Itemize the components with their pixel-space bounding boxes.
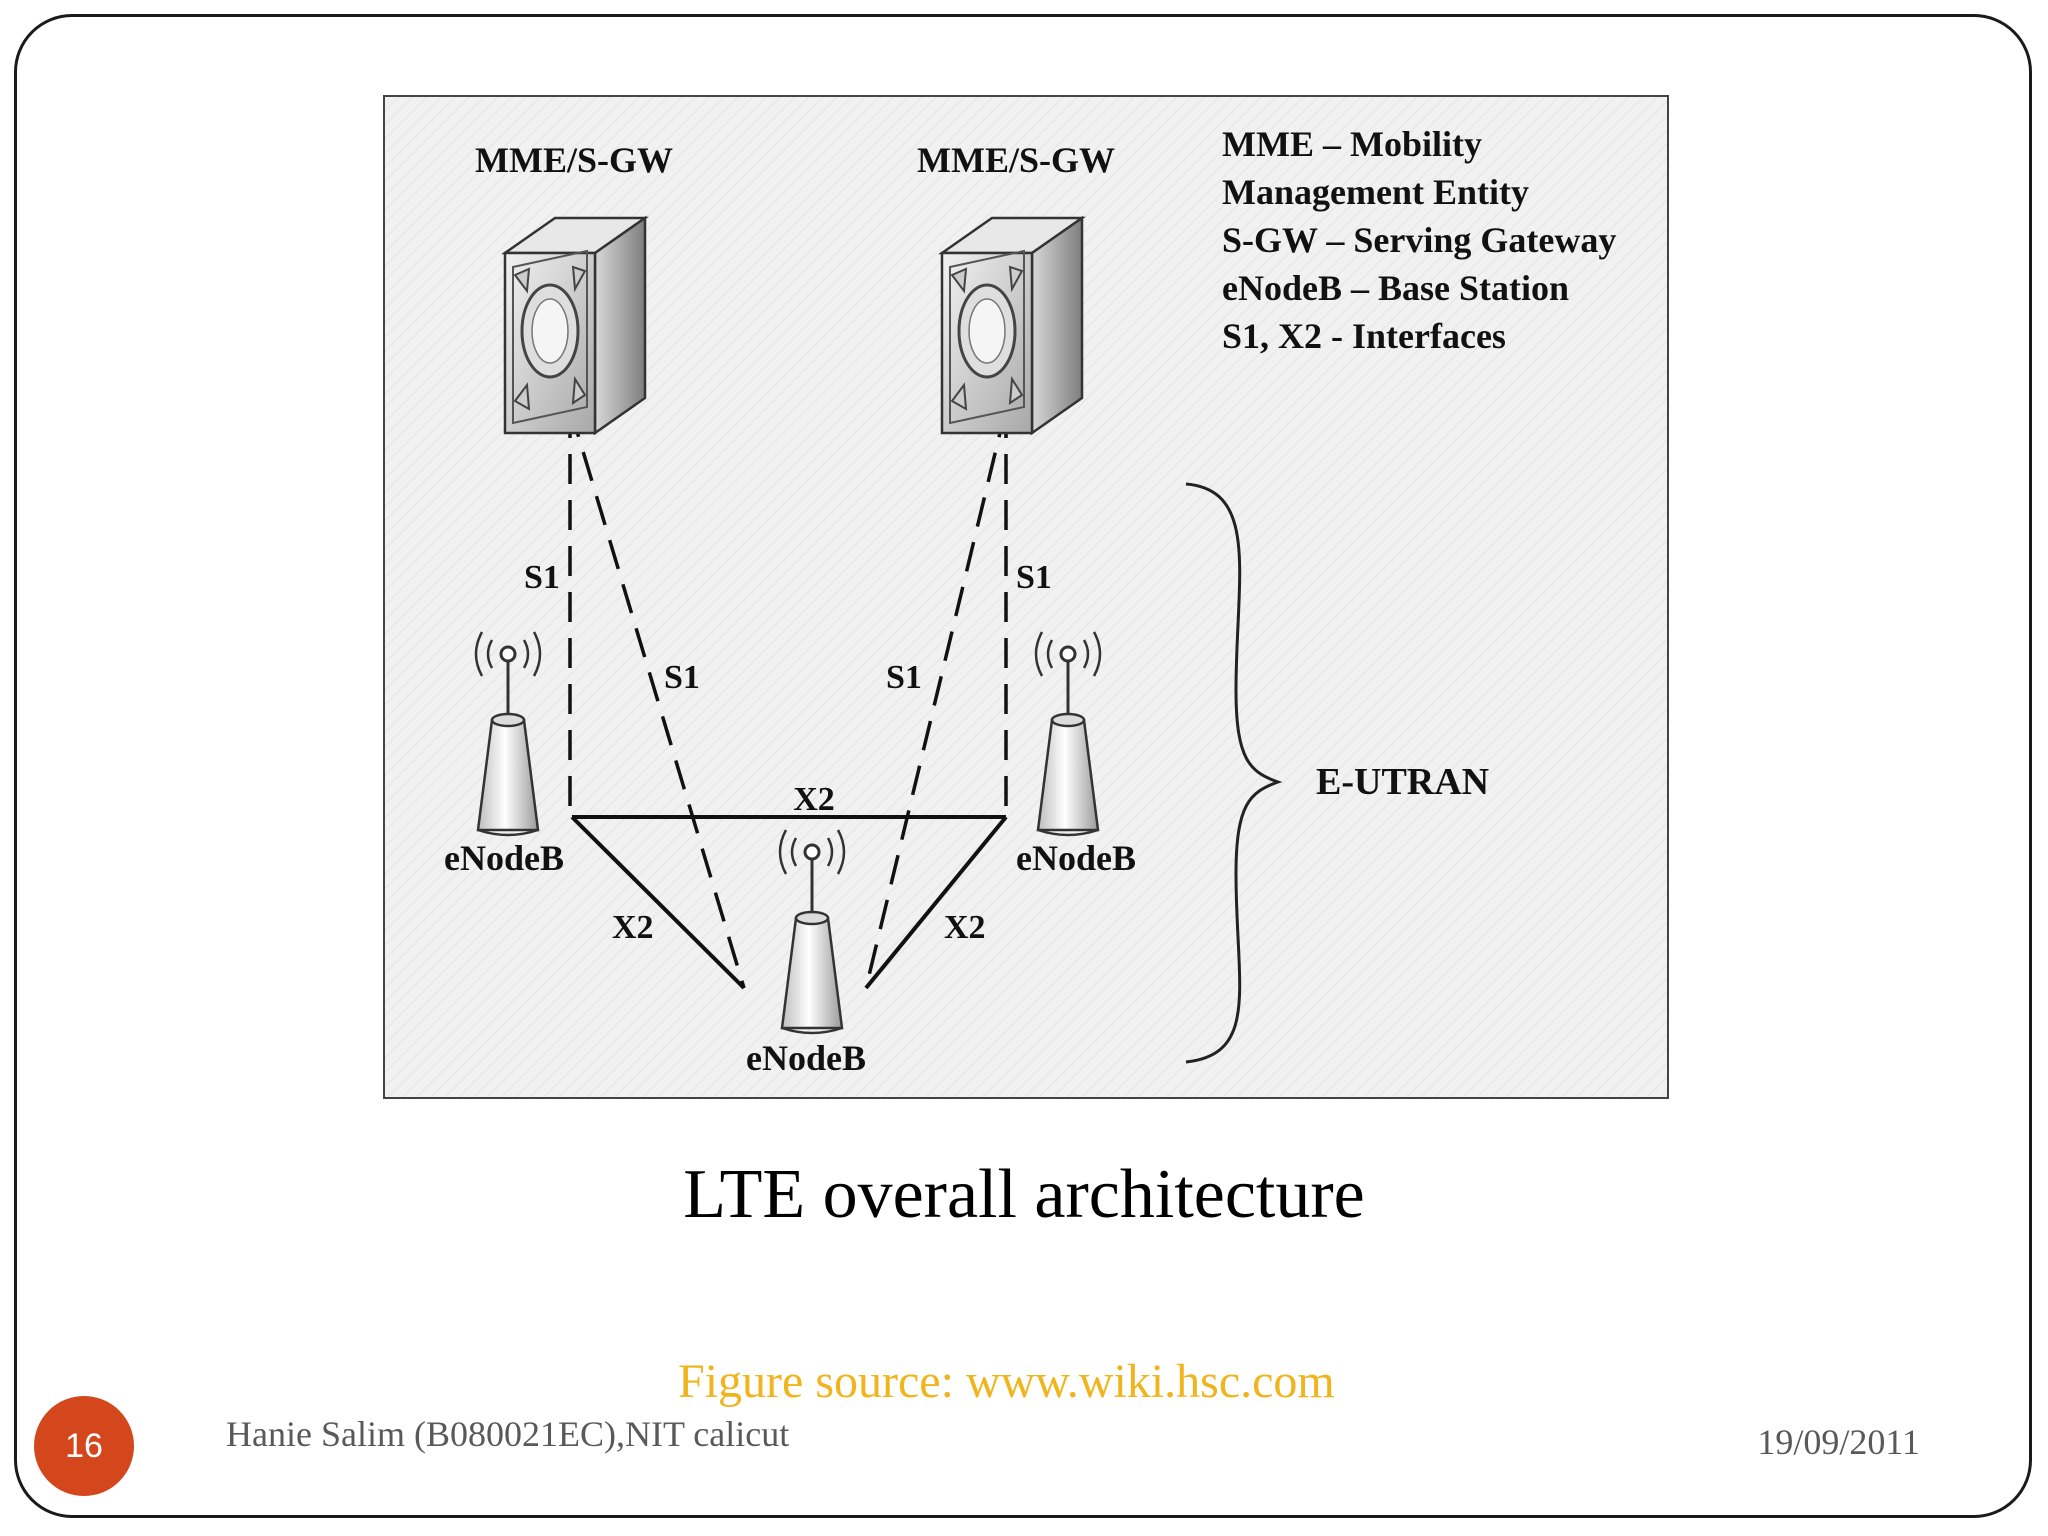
figure-caption: LTE overall architecture — [683, 1156, 1365, 1233]
s1-label-right-diagonal: S1 — [886, 659, 922, 696]
s1-link-right-diagonal — [864, 407, 1008, 989]
e-utran-label: E-UTRAN — [1316, 761, 1489, 803]
x2-label-left: X2 — [612, 909, 654, 946]
e-utran-brace — [1185, 482, 1283, 1064]
s1-link-left-diagonal — [568, 407, 746, 989]
enodeb-left-label: eNodeB — [444, 838, 564, 878]
slide-frame — [14, 14, 2032, 1518]
s1-label-right-vertical: S1 — [1016, 559, 1052, 596]
mme-sgw-right-icon — [940, 216, 1084, 435]
x2-link-left — [570, 815, 746, 990]
legend-line-3: S-GW – Serving Gateway — [1222, 220, 1616, 260]
enodeb-right-label: eNodeB — [1016, 838, 1136, 878]
footer-date: 19/09/2011 — [1757, 1422, 1920, 1462]
x2-link-right — [864, 815, 1008, 990]
s1-label-left-diagonal: S1 — [664, 659, 700, 696]
footer-author: Hanie Salim (B080021EC),NIT calicut — [226, 1414, 790, 1454]
legend-line-4: eNodeB – Base Station — [1222, 268, 1569, 308]
x2-label-top: X2 — [793, 781, 835, 818]
figure-source: Figure source: www.wiki.hsc.com — [678, 1355, 1335, 1408]
mme-sgw-right-label: MME/S-GW — [917, 140, 1115, 180]
s1-label-left-vertical: S1 — [524, 559, 560, 596]
x2-label-right: X2 — [944, 909, 986, 946]
legend-line-2: Management Entity — [1222, 172, 1529, 212]
page-number-badge: 16 — [34, 1396, 134, 1496]
mme-sgw-left-icon — [503, 216, 647, 435]
legend-line-1: MME – Mobility — [1222, 124, 1482, 164]
legend-line-5: S1, X2 - Interfaces — [1222, 316, 1506, 356]
enodeb-bottom-label: eNodeB — [746, 1038, 866, 1078]
mme-sgw-left-label: MME/S-GW — [475, 140, 673, 180]
